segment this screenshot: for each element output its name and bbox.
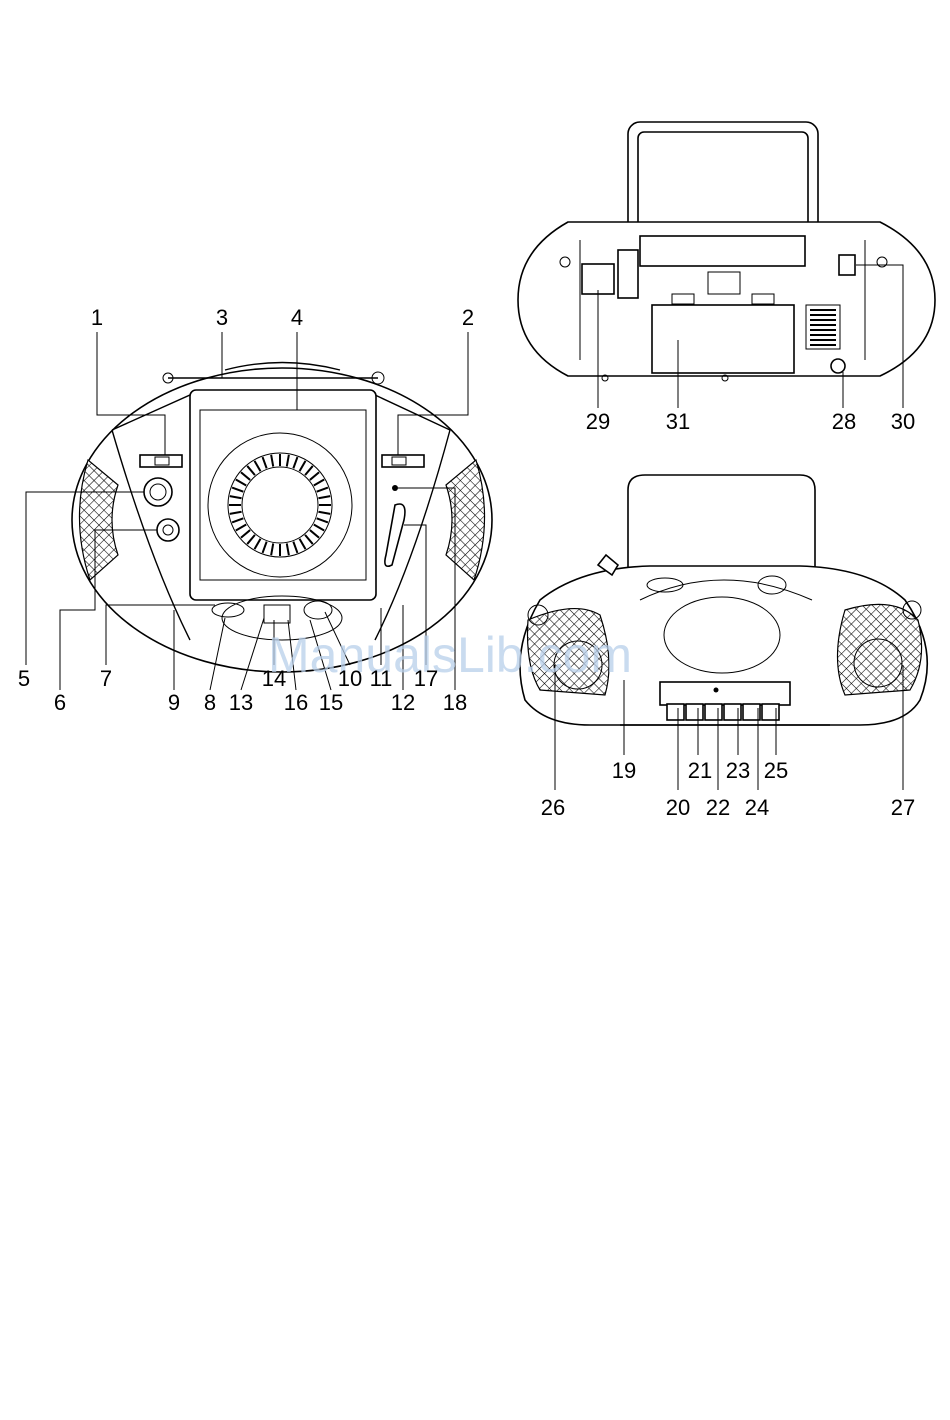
cassette-key xyxy=(667,704,684,720)
callout-16: 16 xyxy=(284,690,308,715)
callout-23: 23 xyxy=(726,758,750,783)
power-socket-icon xyxy=(618,250,638,298)
cassette-panel xyxy=(660,682,790,705)
led-icon xyxy=(392,485,398,491)
callout-27: 27 xyxy=(891,795,915,820)
callout-5: 5 xyxy=(18,666,30,691)
callout-19: 19 xyxy=(612,758,636,783)
callout-6: 6 xyxy=(54,690,66,715)
callout-29: 29 xyxy=(586,409,610,434)
callout-25: 25 xyxy=(764,758,788,783)
callout-8: 8 xyxy=(204,690,216,715)
front-top-view xyxy=(72,363,492,673)
callout-22: 22 xyxy=(706,795,730,820)
voltage-switch-icon xyxy=(582,264,614,294)
cassette-key xyxy=(686,704,703,720)
cassette-key xyxy=(705,704,722,720)
aux-switch-icon xyxy=(839,255,855,275)
callout-26: 26 xyxy=(541,795,565,820)
front-perspective-view xyxy=(520,475,927,725)
back-top-plate xyxy=(640,236,805,266)
battery-cover-icon xyxy=(652,305,794,373)
callout-21: 21 xyxy=(688,758,712,783)
cassette-key xyxy=(743,704,760,720)
callout-10: 10 xyxy=(338,666,362,691)
callout-20: 20 xyxy=(666,795,690,820)
callout-11: 11 xyxy=(370,666,393,691)
knob-6-icon xyxy=(157,519,179,541)
callout-12: 12 xyxy=(391,690,415,715)
callout-14: 14 xyxy=(262,666,286,691)
callout-13: 13 xyxy=(229,690,253,715)
callout-17: 17 xyxy=(414,666,438,691)
callout-3: 3 xyxy=(216,305,228,330)
callout-9: 9 xyxy=(168,690,180,715)
headphone-jack-icon xyxy=(831,359,845,373)
back-view xyxy=(518,122,935,381)
callout-18: 18 xyxy=(443,690,467,715)
callout-1: 1 xyxy=(91,305,103,330)
callout-4: 4 xyxy=(291,305,303,330)
watermark: ManualsLib.com xyxy=(268,627,632,683)
callout-30: 30 xyxy=(891,409,915,434)
cd-lid xyxy=(190,390,376,600)
callout-24: 24 xyxy=(745,795,769,820)
persp-handle xyxy=(628,475,815,570)
callout-15: 15 xyxy=(319,690,343,715)
cassette-led xyxy=(714,688,719,693)
knob-5-icon xyxy=(144,478,172,506)
callout-2: 2 xyxy=(462,305,474,330)
callout-31: 31 xyxy=(666,409,690,434)
callout-28: 28 xyxy=(832,409,856,434)
callout-7: 7 xyxy=(100,666,112,691)
